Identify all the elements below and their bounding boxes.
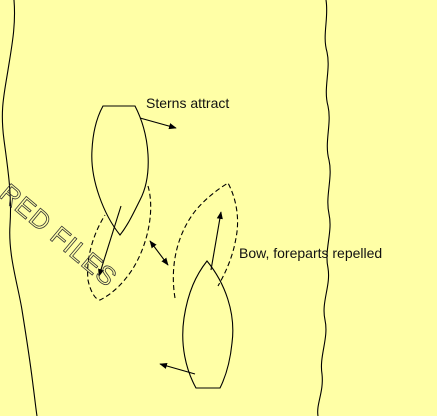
bow-repelled-label: Bow, foreparts repelled (239, 245, 382, 261)
ship-2-dashed-outline (173, 183, 237, 298)
right-bank (318, 0, 330, 416)
watermark: RED FILES (0, 178, 123, 293)
arrow-ship-2-stern (160, 364, 195, 374)
ship-2-hull (183, 261, 233, 388)
arrow-stern-attract (140, 118, 176, 128)
ship-1-hull (92, 106, 148, 235)
arrow-bow-repelled (211, 212, 221, 270)
sterns-attract-label: Sterns attract (146, 95, 229, 111)
arrow-between-ships (150, 241, 168, 265)
